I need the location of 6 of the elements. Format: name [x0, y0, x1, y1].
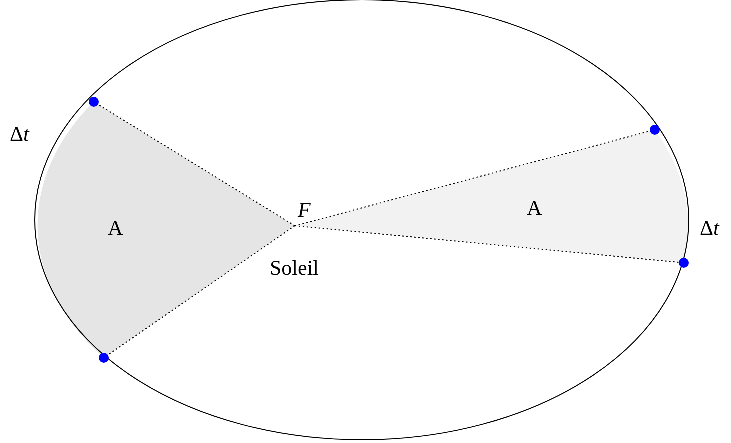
sun-label: Soleil [270, 258, 320, 279]
time-interval-label: Δt [700, 218, 720, 239]
area-label: A [108, 218, 124, 239]
area-label: A [527, 198, 542, 219]
time-interval-label: Δt [10, 124, 30, 145]
focus-label: F [298, 200, 311, 221]
